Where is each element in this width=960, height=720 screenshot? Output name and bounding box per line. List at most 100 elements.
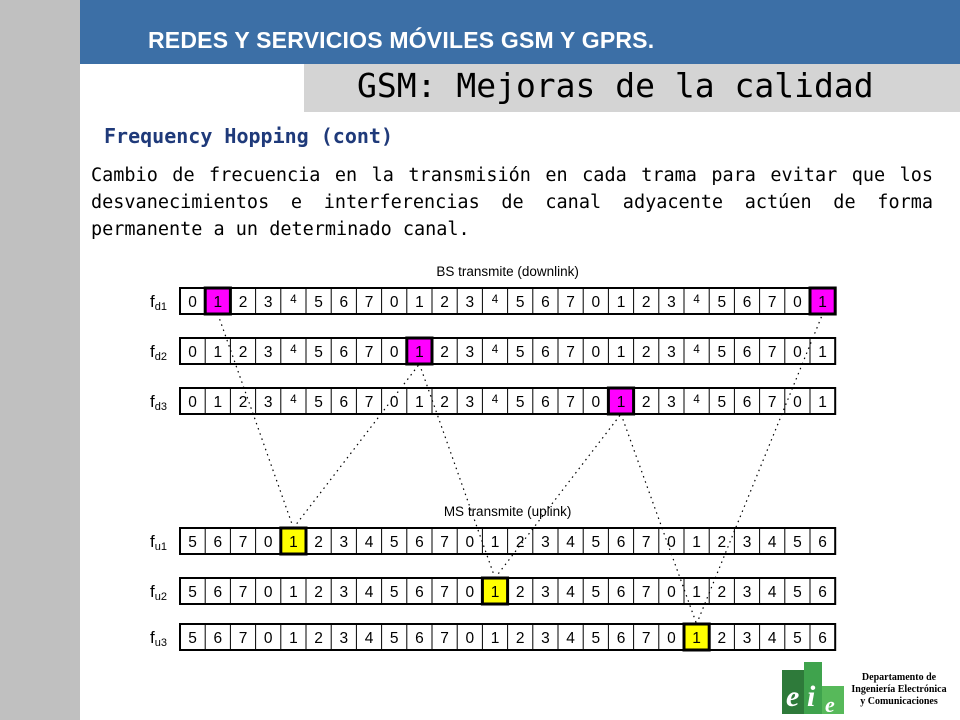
slot-number: 4 <box>693 294 700 306</box>
slot-number: 1 <box>289 630 298 647</box>
slot-number: 3 <box>264 294 273 311</box>
slot-number: 5 <box>591 534 600 551</box>
section-title: Frequency Hopping (cont) <box>104 124 393 148</box>
slot-number: 6 <box>415 630 424 647</box>
department-line-3: y Comunicaciones <box>860 696 938 707</box>
slot-number: 4 <box>693 394 700 406</box>
slot-number: 2 <box>516 584 525 601</box>
slot-number: 4 <box>290 394 297 406</box>
slot-number: 4 <box>768 584 777 601</box>
logo-block-left <box>782 670 804 714</box>
slot-number: 3 <box>541 630 550 647</box>
slot-number: 7 <box>642 584 651 601</box>
slot-number: 5 <box>314 294 323 311</box>
slot-number: 0 <box>264 534 273 551</box>
slot-number: 4 <box>693 344 700 356</box>
slot-number: 4 <box>768 630 777 647</box>
slot-number: 6 <box>541 394 550 411</box>
slot-number: 4 <box>492 294 499 306</box>
slot-number: 5 <box>793 630 802 647</box>
slot-number: 7 <box>566 294 575 311</box>
slot-number: 5 <box>390 630 399 647</box>
slot-number: 1 <box>692 630 701 647</box>
slot-number: 4 <box>365 630 374 647</box>
slot-number: 2 <box>314 584 323 601</box>
slot-number: 7 <box>440 630 449 647</box>
slot-number: 0 <box>465 534 474 551</box>
slot-number: 5 <box>188 630 197 647</box>
slot-number: 5 <box>793 584 802 601</box>
slot-number: 6 <box>339 294 348 311</box>
slot-number: 1 <box>491 630 500 647</box>
slot-number: 7 <box>768 294 777 311</box>
slot-number: 0 <box>264 630 273 647</box>
slot-number: 6 <box>213 630 222 647</box>
slot-number: 6 <box>617 584 626 601</box>
slot-number: 4 <box>492 394 499 406</box>
slot-number: 6 <box>743 394 752 411</box>
slot-number: 1 <box>289 584 298 601</box>
slot-number: 2 <box>717 630 726 647</box>
slot-number: 1 <box>692 584 701 601</box>
department-logo: e i e <box>782 662 844 716</box>
freq-label-d3: fd3 <box>150 392 167 413</box>
slot-number: 0 <box>188 294 197 311</box>
slot-number: 1 <box>213 394 222 411</box>
slot-number: 5 <box>314 344 323 361</box>
freq-label-u2: fu2 <box>150 582 167 603</box>
slot-number: 1 <box>491 534 500 551</box>
slot-number: 2 <box>642 394 651 411</box>
slot-number: 0 <box>667 630 676 647</box>
slot-number: 5 <box>516 294 525 311</box>
slot-number: 1 <box>617 294 626 311</box>
slot-number: 7 <box>566 394 575 411</box>
slot-number: 5 <box>188 534 197 551</box>
slot-number: 0 <box>793 294 802 311</box>
slot-number: 4 <box>566 584 575 601</box>
slot-number: 0 <box>591 294 600 311</box>
slot-number: 3 <box>743 534 752 551</box>
slot-number: 6 <box>213 584 222 601</box>
slot-number: 0 <box>591 344 600 361</box>
downlink-label: BS transmite (downlink) <box>436 264 579 279</box>
slot-number: 7 <box>365 344 374 361</box>
slide-title-band <box>304 64 960 112</box>
slot-number: 1 <box>213 344 222 361</box>
slot-number: 6 <box>541 344 550 361</box>
slot-number: 1 <box>415 394 424 411</box>
slot-number: 5 <box>591 630 600 647</box>
slot-number: 4 <box>566 534 575 551</box>
slot-number: 7 <box>365 394 374 411</box>
slot-number: 3 <box>541 534 550 551</box>
slide-title: GSM: Mejoras de la calidad <box>357 66 874 105</box>
header-band <box>80 0 960 64</box>
slot-number: 0 <box>793 344 802 361</box>
logo-letter-e1: e <box>786 680 799 713</box>
slot-number: 5 <box>390 584 399 601</box>
slot-number: 1 <box>818 294 827 311</box>
slot-number: 3 <box>743 584 752 601</box>
slot-number: 6 <box>743 344 752 361</box>
freq-label-d1: fd1 <box>150 292 167 313</box>
slot-number: 3 <box>465 344 474 361</box>
slot-number: 4 <box>768 534 777 551</box>
department-name: Departamento de Ingeniería Electrónica y… <box>838 672 960 708</box>
logo-letter-e2: e <box>825 692 835 716</box>
slot-number: 7 <box>440 534 449 551</box>
slot-number: 5 <box>188 584 197 601</box>
slot-number: 6 <box>818 534 827 551</box>
slot-number: 6 <box>213 534 222 551</box>
logo-block-right <box>822 686 844 714</box>
slot-number: 3 <box>264 394 273 411</box>
slot-number: 2 <box>239 344 248 361</box>
slot-number: 2 <box>717 534 726 551</box>
slot-number: 2 <box>239 394 248 411</box>
slot-number: 3 <box>339 534 348 551</box>
slot-number: 7 <box>642 534 651 551</box>
slot-number: 5 <box>717 394 726 411</box>
